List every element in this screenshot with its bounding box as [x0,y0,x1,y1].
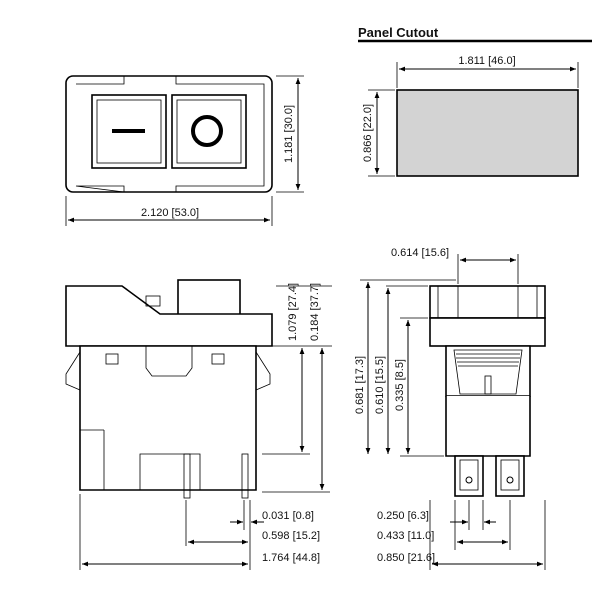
end-actuator-cavity [453,349,523,395]
side-overall-width-label: 1.764 [44.8] [262,552,320,564]
side-total-height-label: 1.079 [27.4] [287,283,299,341]
side-housing [79,345,257,491]
rocker-off-pad-inner [176,99,242,164]
panel-cutout-view: Panel Cutout 1.811 [46.0] 0.866 [22.0] [358,25,592,177]
side-actuator [177,279,241,319]
cutout-height-label: 0.866 [22.0] [362,104,374,162]
side-terminal-base [139,453,201,490]
cutout-width-label: 1.811 [46.0] [458,55,515,67]
side-terminal-a [183,453,191,499]
terminal-hole-icon [506,476,514,484]
end-view: 0.614 [15.6] 0.681 [17.3] 0.610 [15.5] 0… [354,247,546,570]
side-view: 1.079 [27.4] 0.184 [37.7] 0.031 [0.8] 0.… [65,279,332,570]
end-flange [429,317,546,347]
end-center-stem [484,375,492,395]
end-height-c-label: 0.335 [8.5] [394,359,406,411]
panel-cutout-title: Panel Cutout [358,25,439,40]
rocker-off-pad [171,94,247,169]
end-top-cap [429,285,546,319]
rocker-on-pad [91,94,167,169]
bezel-inner-outline [75,76,265,193]
front-width-label: 2.120 [53.0] [141,207,199,219]
end-terminal-width-label: 0.250 [6.3] [377,510,429,522]
terminal-hole-icon [465,476,473,484]
side-window-left [105,353,119,365]
side-terminal-span-label: 0.598 [15.2] [262,530,320,542]
side-terminal-gap-label: 0.031 [0.8] [262,510,314,522]
end-height-b-label: 0.610 [15.5] [374,356,386,414]
side-latch-right [255,351,271,391]
end-height-a-label: 0.681 [17.3] [354,356,366,414]
end-base [445,396,531,457]
side-flange-height-label: 0.184 [37.7] [309,283,321,341]
end-actuator-width-label: 0.614 [15.6] [391,247,449,259]
side-window-right [211,353,225,365]
end-terminal-pitch-label: 0.433 [11.0] [377,530,434,542]
side-flange [65,285,273,347]
end-housing [445,345,531,397]
rocker-on-pad-inner [96,99,162,164]
side-center-bracket [145,346,193,377]
front-height-label: 1.181 [30.0] [283,105,295,163]
panel-cutout-rect [396,89,579,177]
end-overall-width-label: 0.850 [21.6] [377,552,435,564]
off-symbol-icon [191,115,223,147]
front-view: 1.181 [30.0] 2.120 [53.0] [65,75,304,226]
side-latch-left [65,351,81,391]
side-flange-notch [145,295,161,307]
side-terminal-b [241,453,249,499]
